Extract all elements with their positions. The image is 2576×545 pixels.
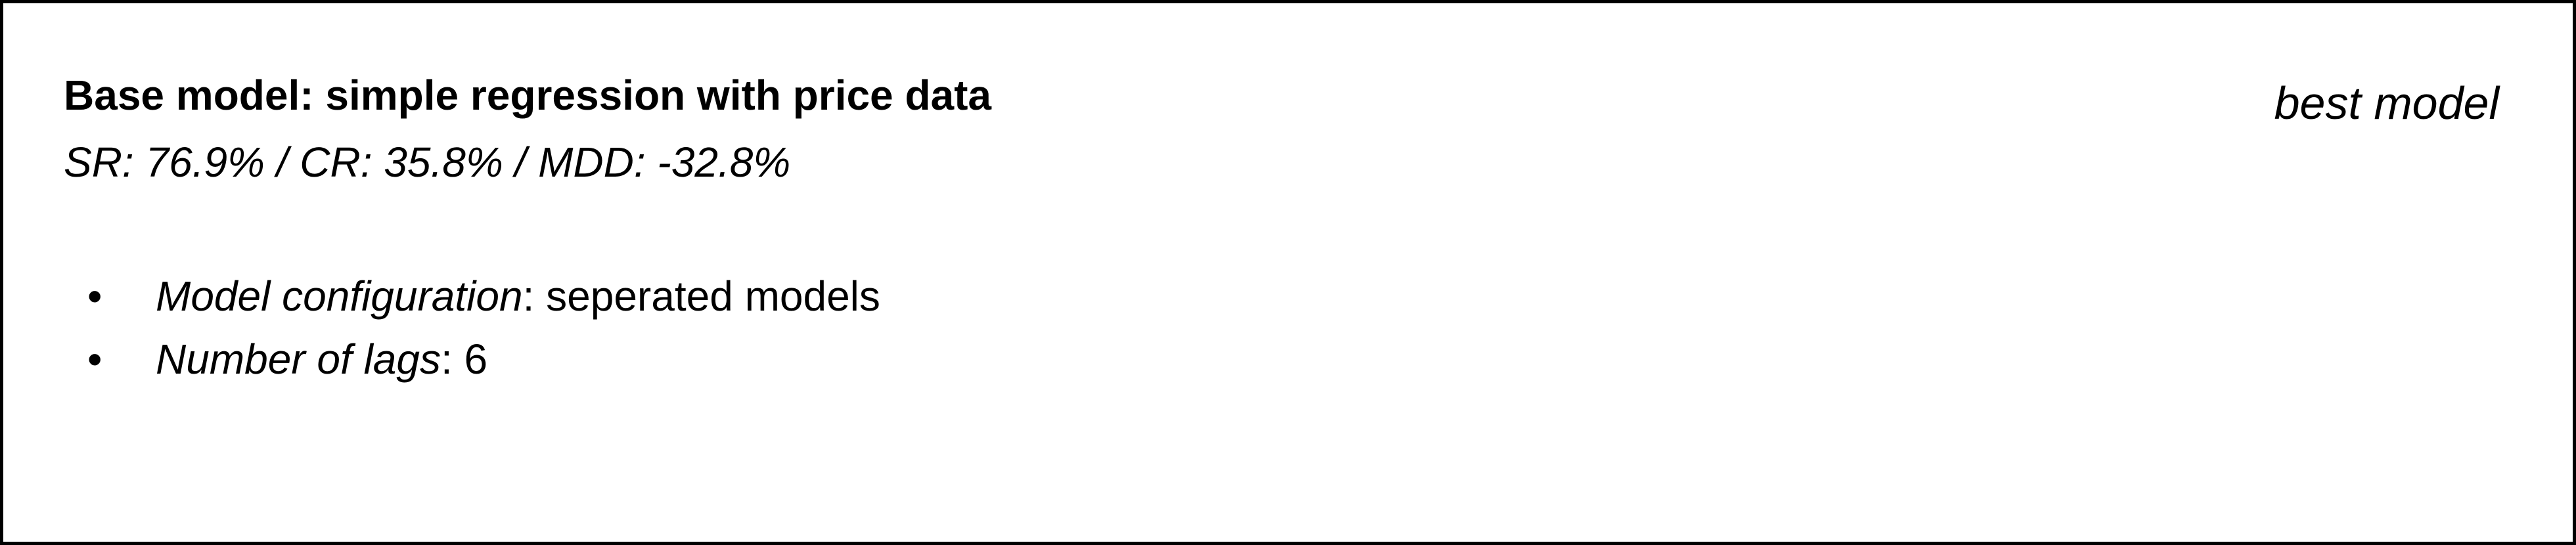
config-label: Number of lags	[156, 336, 441, 383]
config-label: Model configuration	[156, 272, 523, 320]
config-item-model-configuration: • Model configuration: seperated models	[3, 265, 892, 328]
model-title: Base model: simple regression with price…	[64, 72, 991, 119]
config-separator: :	[440, 336, 464, 383]
config-separator: :	[522, 272, 547, 320]
bullet-icon: •	[87, 272, 102, 320]
bullet-icon: •	[87, 336, 102, 383]
config-item-number-of-lags: • Number of lags: 6	[3, 328, 892, 391]
best-model-tag: best model	[2274, 77, 2499, 129]
configuration-list: • Model configuration: seperated models •…	[3, 265, 892, 391]
performance-metrics: SR: 76.9% / CR: 35.8% / MDD: -32.8%	[64, 139, 791, 186]
config-value: seperated models	[546, 272, 880, 320]
config-value: 6	[464, 336, 488, 383]
